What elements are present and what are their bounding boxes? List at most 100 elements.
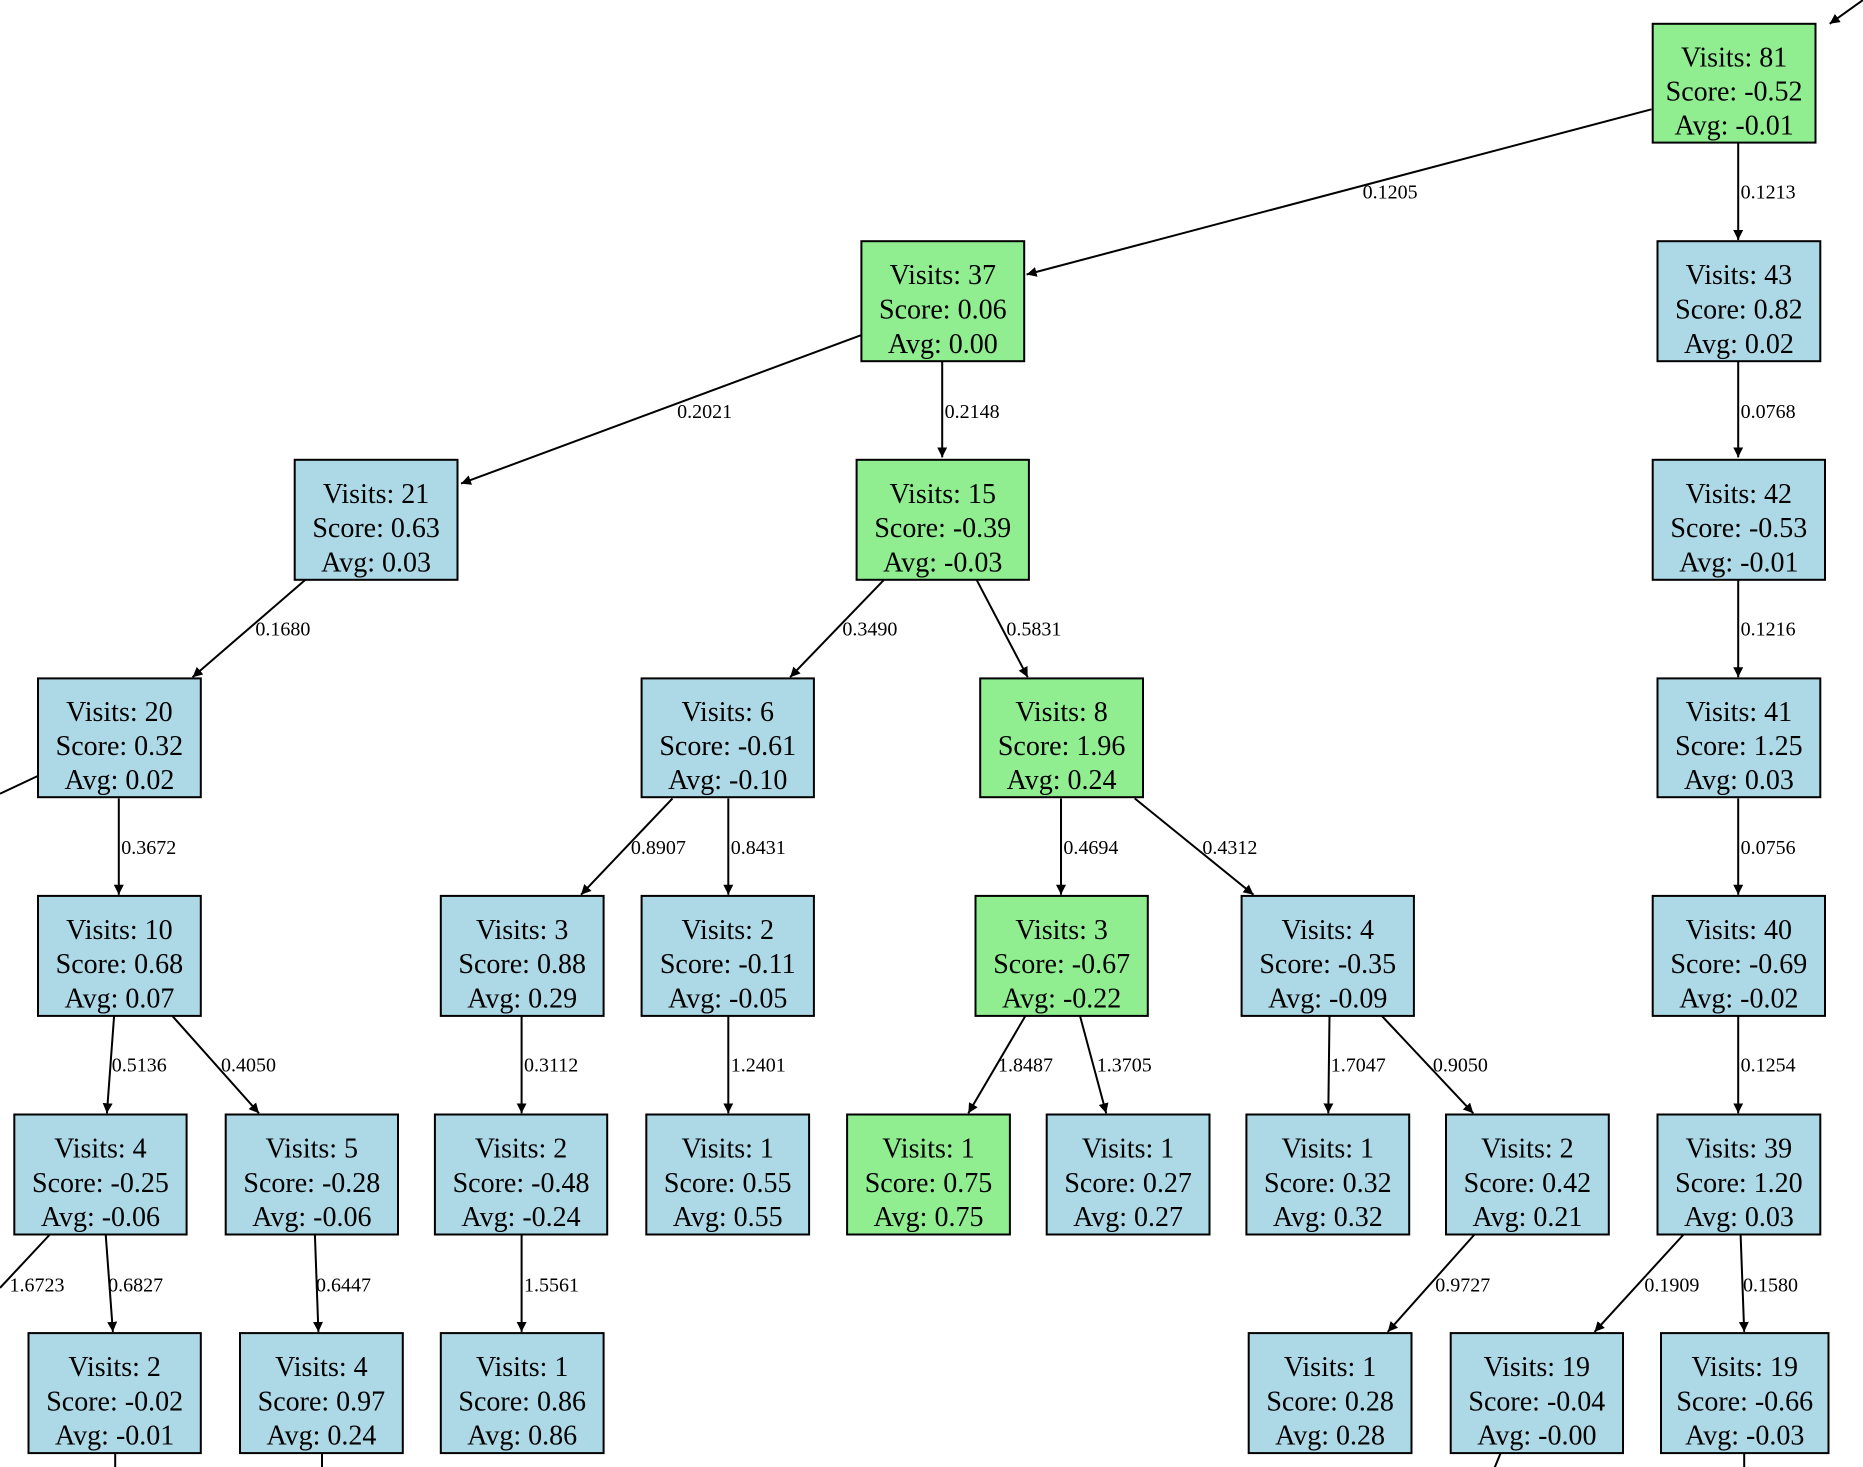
node-score: Score: -0.39 bbox=[874, 513, 1011, 544]
node-box bbox=[293, 458, 459, 581]
edge-n3b-n1b bbox=[967, 1015, 1027, 1114]
node-visits: Visits: 1 bbox=[1082, 1133, 1174, 1164]
node-score: Score: -0.02 bbox=[46, 1386, 183, 1417]
edge-label: 0.1680 bbox=[255, 618, 310, 640]
node-box bbox=[1656, 240, 1822, 363]
edge-label: 0.1213 bbox=[1741, 181, 1796, 203]
edge-label: 0.0768 bbox=[1741, 401, 1796, 423]
node-box bbox=[27, 1332, 202, 1455]
node-visits: Visits: 2 bbox=[1481, 1133, 1573, 1164]
edge-label: 0.6447 bbox=[316, 1274, 371, 1296]
node-box bbox=[974, 894, 1149, 1017]
node-avg: Avg: 0.32 bbox=[1273, 1202, 1383, 1233]
node-box bbox=[439, 894, 605, 1017]
node-avg: Avg: -0.03 bbox=[883, 547, 1002, 578]
node-visits: Visits: 3 bbox=[476, 915, 568, 946]
edge-n4b-n2d bbox=[104, 1234, 118, 1332]
node-score: Score: 0.27 bbox=[1064, 1168, 1192, 1199]
edge-label: 1.2401 bbox=[731, 1054, 786, 1076]
node-score: Score: -0.35 bbox=[1259, 949, 1396, 980]
edge-label: 0.2148 bbox=[945, 401, 1000, 423]
node-score: Score: 0.63 bbox=[312, 513, 440, 544]
node-box bbox=[1449, 1332, 1624, 1455]
edge-label: 0.9727 bbox=[1435, 1274, 1490, 1296]
node-avg: Avg: -0.09 bbox=[1268, 983, 1387, 1014]
edge-label: 1.5561 bbox=[524, 1274, 579, 1296]
node-score: Score: 0.97 bbox=[258, 1386, 386, 1417]
node-box bbox=[439, 1332, 605, 1455]
node-visits: Visits: 15 bbox=[890, 479, 996, 510]
node-visits: Visits: 10 bbox=[66, 915, 172, 946]
node-visits: Visits: 2 bbox=[68, 1352, 160, 1383]
edge-n8-n4a bbox=[1134, 797, 1255, 896]
node-box bbox=[1245, 1113, 1411, 1236]
node-visits: Visits: 40 bbox=[1686, 915, 1792, 946]
node-visits: Visits: 1 bbox=[1284, 1352, 1376, 1383]
node-visits: Visits: 2 bbox=[682, 915, 774, 946]
edge-n21-n20 bbox=[191, 579, 307, 678]
node-visits: Visits: 81 bbox=[1681, 42, 1787, 73]
edge-n81-n37 bbox=[1026, 108, 1652, 277]
node-score: Score: 1.20 bbox=[1675, 1168, 1803, 1199]
node-avg: Avg: -0.03 bbox=[1685, 1421, 1804, 1452]
node-box bbox=[979, 677, 1145, 799]
node-box bbox=[239, 1332, 404, 1455]
node-visits: Visits: 19 bbox=[1692, 1352, 1798, 1383]
node-visits: Visits: 1 bbox=[476, 1352, 568, 1383]
node-box bbox=[855, 458, 1030, 581]
node-box bbox=[1656, 1113, 1822, 1236]
edge-label: 0.6827 bbox=[108, 1274, 163, 1296]
node-avg: Avg: -0.02 bbox=[1679, 983, 1798, 1014]
node-visits: Visits: 1 bbox=[882, 1133, 974, 1164]
edge-n10-n5 bbox=[171, 1015, 260, 1114]
edge-n15-n6 bbox=[789, 579, 885, 678]
node-box bbox=[846, 1113, 1011, 1236]
node-avg: Avg: 0.28 bbox=[1275, 1421, 1385, 1452]
node-score: Score: -0.28 bbox=[243, 1168, 380, 1199]
node-avg: Avg: -0.06 bbox=[252, 1202, 371, 1233]
node-visits: Visits: 4 bbox=[54, 1133, 146, 1164]
node-avg: Avg: 0.75 bbox=[874, 1202, 984, 1233]
node-avg: Avg: 0.02 bbox=[64, 765, 174, 796]
node-visits: Visits: 5 bbox=[266, 1133, 358, 1164]
edge-label: 0.5136 bbox=[112, 1054, 167, 1076]
node-avg: Avg: 0.03 bbox=[1684, 1202, 1794, 1233]
node-box bbox=[37, 677, 202, 799]
edge-label: 0.2021 bbox=[677, 401, 732, 423]
node-score: Score: -0.66 bbox=[1676, 1386, 1813, 1417]
node-visits: Visits: 4 bbox=[275, 1352, 367, 1383]
node-avg: Avg: -0.00 bbox=[1477, 1421, 1596, 1452]
node-visits: Visits: 39 bbox=[1686, 1133, 1792, 1164]
node-score: Score: 0.82 bbox=[1675, 294, 1803, 325]
node-score: Score: -0.61 bbox=[659, 731, 796, 762]
edge-n2c-n1f bbox=[1386, 1233, 1476, 1333]
edge-label: 0.4312 bbox=[1202, 837, 1257, 859]
node-score: Score: 0.86 bbox=[458, 1386, 586, 1417]
node-avg: Avg: 0.02 bbox=[1684, 329, 1794, 360]
node-box bbox=[1247, 1332, 1413, 1455]
node-box bbox=[1656, 677, 1822, 799]
node-score: Score: 0.75 bbox=[865, 1168, 993, 1199]
node-avg: Avg: -0.01 bbox=[1674, 110, 1793, 141]
edge-label: 1.3705 bbox=[1097, 1054, 1152, 1076]
node-avg: Avg: 0.21 bbox=[1472, 1202, 1582, 1233]
node-avg: Avg: 0.24 bbox=[266, 1421, 376, 1452]
edge-label: 0.0756 bbox=[1741, 837, 1796, 859]
edge-n3b-n1c bbox=[1079, 1015, 1109, 1114]
node-avg: Avg: -0.22 bbox=[1002, 983, 1121, 1014]
node-box bbox=[1651, 894, 1826, 1017]
node-score: Score: 1.25 bbox=[1675, 731, 1803, 762]
